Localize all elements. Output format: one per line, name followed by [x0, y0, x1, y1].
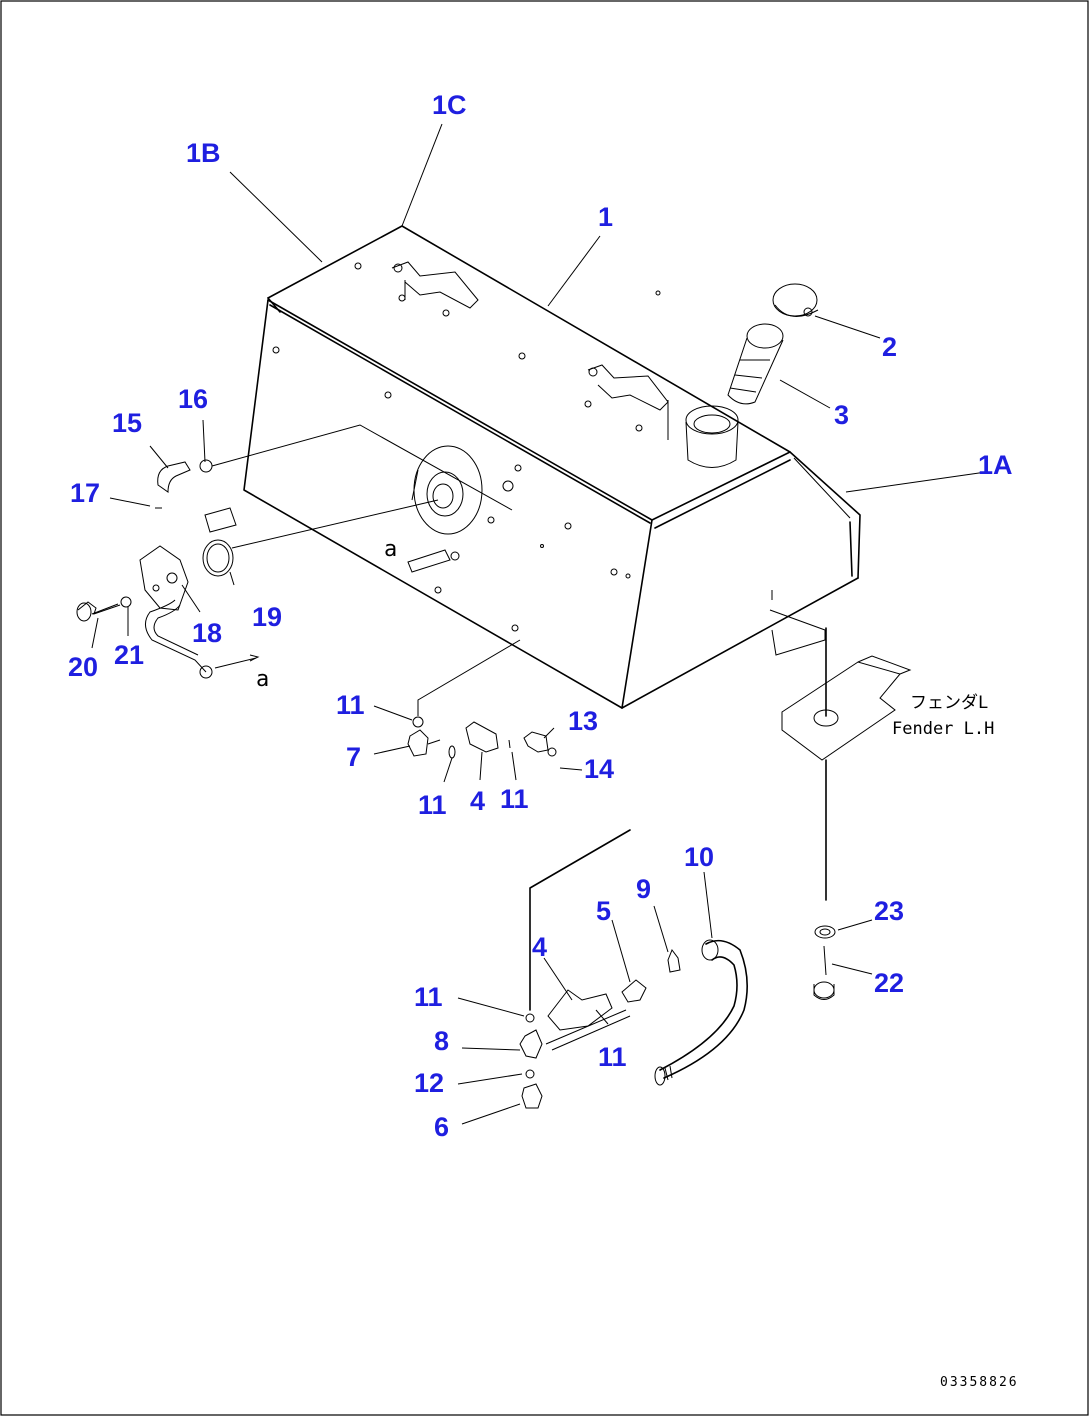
label-4-a: 4	[470, 786, 485, 816]
label-11-d: 11	[414, 982, 443, 1012]
fender-note-jp: フェンダL	[910, 693, 988, 713]
label-4-b: 4	[532, 932, 547, 962]
fuel-tank	[243, 225, 861, 709]
label-20: 20	[68, 652, 98, 682]
fender-note-en: Fender L.H	[892, 719, 994, 739]
label-23: 23	[874, 896, 904, 926]
label-8: 8	[434, 1026, 449, 1056]
label-15: 15	[112, 408, 142, 438]
label-22: 22	[874, 968, 904, 998]
part-labels: 1C 1B 1 2 3 1A 16 15 17 19 18 20 21 11 7…	[68, 90, 1013, 1142]
label-11-a: 11	[336, 690, 365, 720]
label-14: 14	[584, 754, 614, 784]
label-2: 2	[882, 332, 897, 362]
drain-fittings-upper	[407, 716, 557, 759]
label-18: 18	[192, 618, 222, 648]
label-9: 9	[636, 874, 651, 904]
label-16: 16	[178, 384, 208, 414]
fender-bracket	[781, 627, 912, 1000]
label-7: 7	[346, 742, 361, 772]
ref-mark-a-1: a	[384, 537, 397, 562]
label-1A: 1A	[978, 450, 1013, 480]
label-3: 3	[834, 400, 849, 430]
label-17: 17	[70, 478, 100, 508]
drain-fittings-lower	[519, 829, 748, 1109]
label-11-b: 11	[418, 790, 447, 820]
label-5: 5	[596, 896, 611, 926]
label-12: 12	[414, 1068, 444, 1098]
level-sensor-group	[76, 459, 260, 679]
label-21: 21	[114, 640, 144, 670]
label-11-e: 11	[598, 1042, 627, 1072]
ref-mark-a-2: a	[256, 667, 269, 692]
drawing-number: 03358826	[940, 1375, 1019, 1390]
label-11-c: 11	[500, 784, 529, 814]
label-1: 1	[598, 202, 613, 232]
label-19: 19	[252, 602, 282, 632]
label-10: 10	[684, 842, 714, 872]
label-1C: 1C	[432, 90, 467, 120]
leader-lines	[91, 123, 987, 1125]
label-1B: 1B	[186, 138, 221, 168]
label-6: 6	[434, 1112, 449, 1142]
label-13: 13	[568, 706, 598, 736]
